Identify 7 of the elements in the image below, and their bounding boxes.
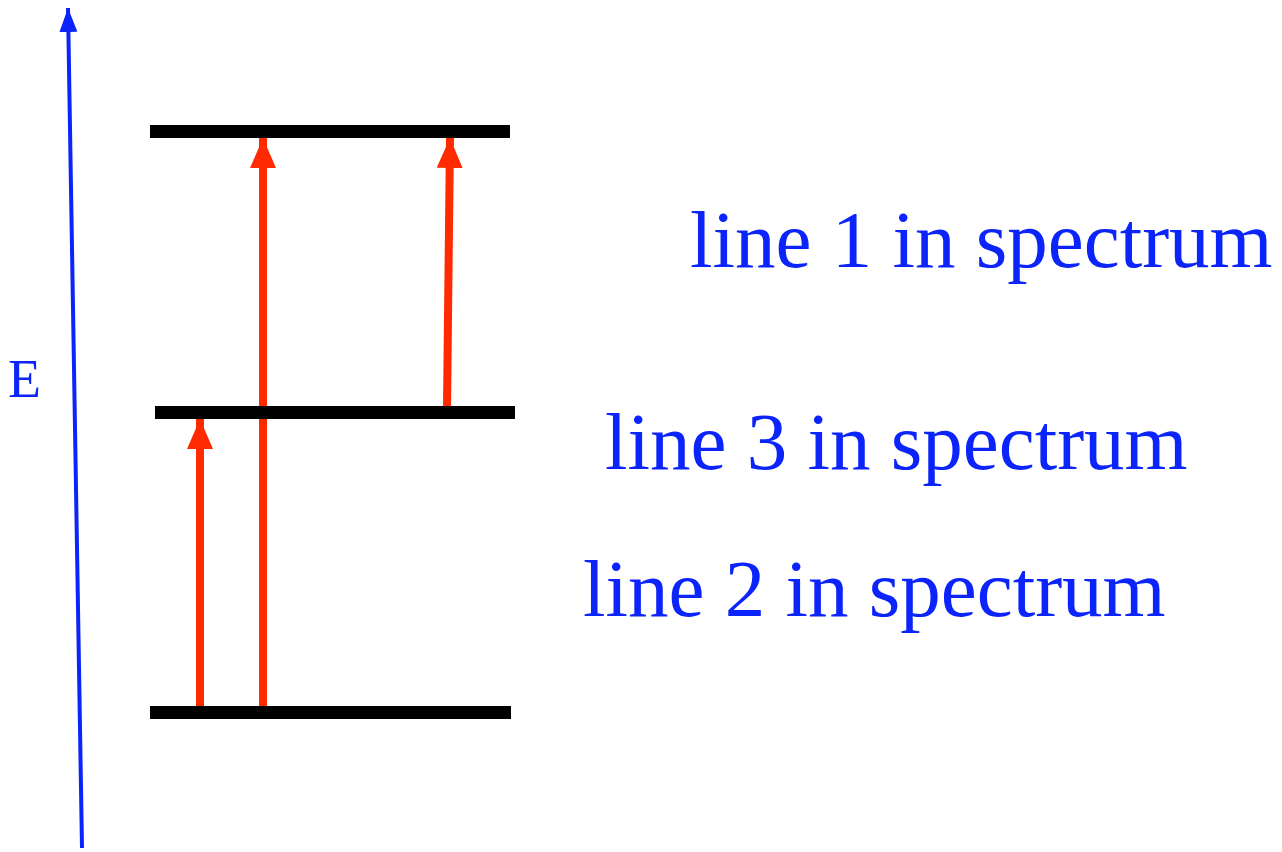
transition-arrow bbox=[250, 138, 276, 706]
transition-arrow bbox=[436, 137, 463, 407]
energy-axis-label: E bbox=[8, 352, 41, 406]
energy-level-bar bbox=[150, 125, 510, 138]
energy-level-bar bbox=[155, 406, 515, 419]
energy-level-bar bbox=[150, 706, 511, 719]
transition-arrow bbox=[187, 419, 213, 706]
